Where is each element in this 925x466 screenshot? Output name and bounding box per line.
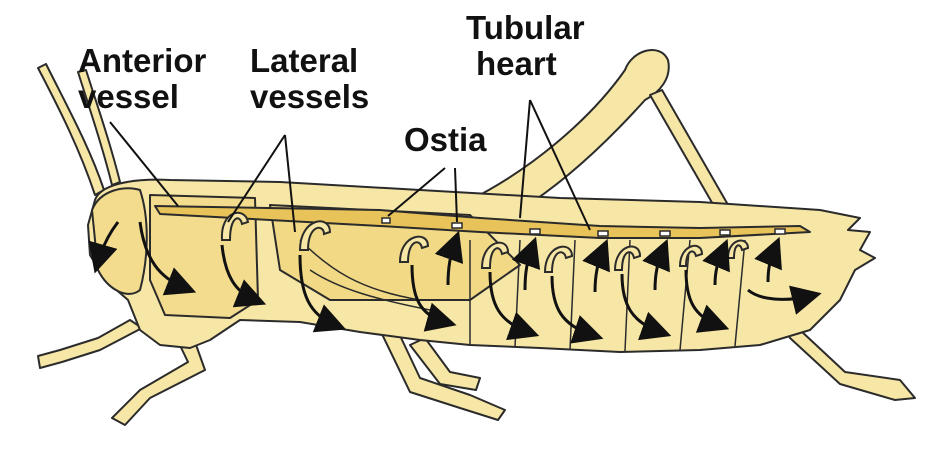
ostium [382,218,390,223]
label-anterior: Anterior [78,43,206,79]
label-tubular: Tubular [466,10,585,46]
ostium [720,230,730,235]
label-ostia: Ostia [404,122,487,158]
ostium [660,231,670,236]
front-leg-2 [38,320,142,368]
label-heart: heart [476,46,557,82]
ostium [530,229,540,234]
label-vessel: vessel [78,79,179,115]
ostium [775,229,785,234]
label-vessels: vessels [250,79,369,115]
label-lateral: Lateral [250,43,358,79]
ostium [598,231,608,236]
ostium [452,223,462,228]
head [92,188,147,294]
